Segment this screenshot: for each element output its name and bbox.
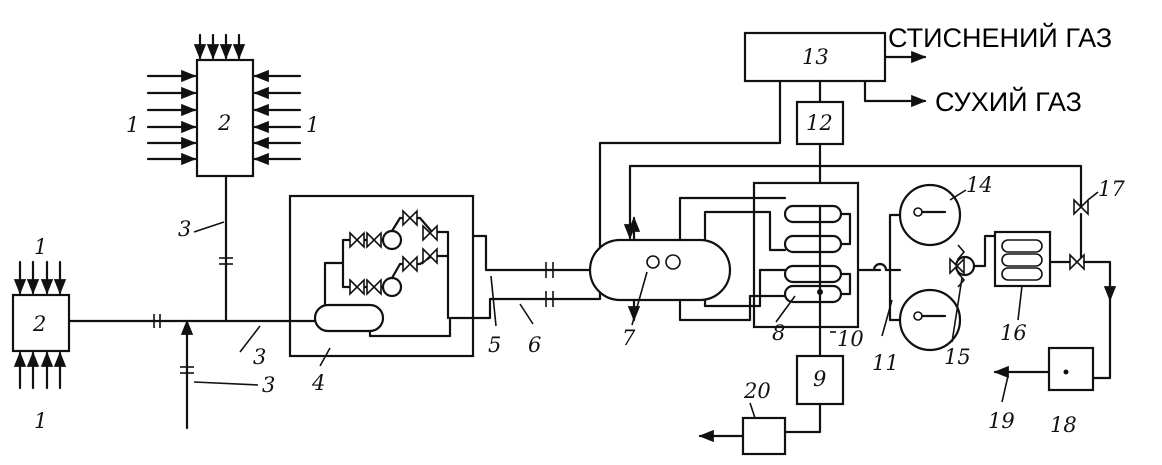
field-separation-unit-4: 4 bbox=[288, 194, 475, 395]
cooler-section: 15 16 bbox=[944, 212, 1117, 380]
callout-2-top: 2 bbox=[217, 111, 231, 135]
unit-12-block: 12 bbox=[795, 79, 845, 294]
separator-vessel bbox=[313, 303, 385, 333]
units-9-20: 9 20 bbox=[698, 354, 845, 456]
callout-4: 4 bbox=[311, 371, 325, 395]
callout-18: 18 bbox=[1050, 413, 1077, 437]
callout-7: 7 bbox=[622, 326, 636, 350]
gathering-point-2-left bbox=[11, 293, 71, 353]
callout-5: 5 bbox=[488, 333, 501, 357]
pump-lower bbox=[381, 276, 403, 298]
unit-4-frame bbox=[288, 194, 475, 358]
unit-10-frame bbox=[752, 181, 860, 329]
recycle-line: 17 bbox=[623, 164, 1125, 240]
callout-15: 15 bbox=[944, 345, 971, 369]
callout-3-c: 3 bbox=[262, 373, 275, 397]
callout-3-b: 3 bbox=[253, 345, 266, 369]
callout-14: 14 bbox=[966, 173, 993, 197]
callout-2-left: 2 bbox=[32, 312, 46, 336]
callout-1-top-left: 1 bbox=[126, 113, 139, 137]
unit-9 bbox=[795, 354, 845, 406]
unit-20 bbox=[741, 416, 787, 456]
callout-1-left-bottom: 1 bbox=[34, 409, 47, 433]
callout-11: 11 bbox=[872, 351, 899, 375]
inlet-separator-7: 7 bbox=[588, 216, 732, 350]
callout-13: 13 bbox=[802, 45, 829, 69]
pump-upper bbox=[381, 229, 403, 251]
label-dry-gas: СУХИЙ ГАЗ bbox=[935, 86, 1082, 117]
transport-pipelines: 5 6 bbox=[471, 68, 782, 357]
compressor-unit-14: 14 11 bbox=[872, 173, 993, 375]
callout-17: 17 bbox=[1098, 177, 1125, 201]
processing-block-10: 8 10 bbox=[678, 181, 888, 358]
callout-3-a: 3 bbox=[178, 217, 191, 241]
callout-12: 12 bbox=[806, 111, 833, 135]
compressor-block-13: 13 СТИСНЕНИЙ ГАЗ СУХИЙ ГАЗ bbox=[743, 22, 1112, 117]
callout-20: 20 bbox=[743, 379, 771, 403]
callout-16: 16 bbox=[1000, 321, 1027, 345]
callout-10: 10 bbox=[837, 327, 864, 351]
callout-1-left-top: 1 bbox=[34, 235, 47, 259]
unit-18 bbox=[1047, 346, 1095, 392]
callout-19: 19 bbox=[988, 409, 1015, 433]
separator-7-vessel bbox=[588, 238, 732, 302]
well-group-top: 2 1 1 bbox=[126, 33, 319, 178]
callout-1-top-right: 1 bbox=[306, 113, 319, 137]
storage-18: 18 19 bbox=[988, 346, 1095, 437]
callout-9: 9 bbox=[813, 367, 826, 391]
gathering-point-2-top bbox=[195, 58, 255, 178]
callout-8: 8 bbox=[772, 321, 785, 345]
well-group-left: 2 1 1 bbox=[11, 235, 71, 433]
collector-pipelines: 3 3 3 bbox=[67, 174, 320, 430]
label-compressed-gas: СТИСНЕНИЙ ГАЗ bbox=[888, 22, 1112, 53]
callout-6: 6 bbox=[528, 333, 541, 357]
